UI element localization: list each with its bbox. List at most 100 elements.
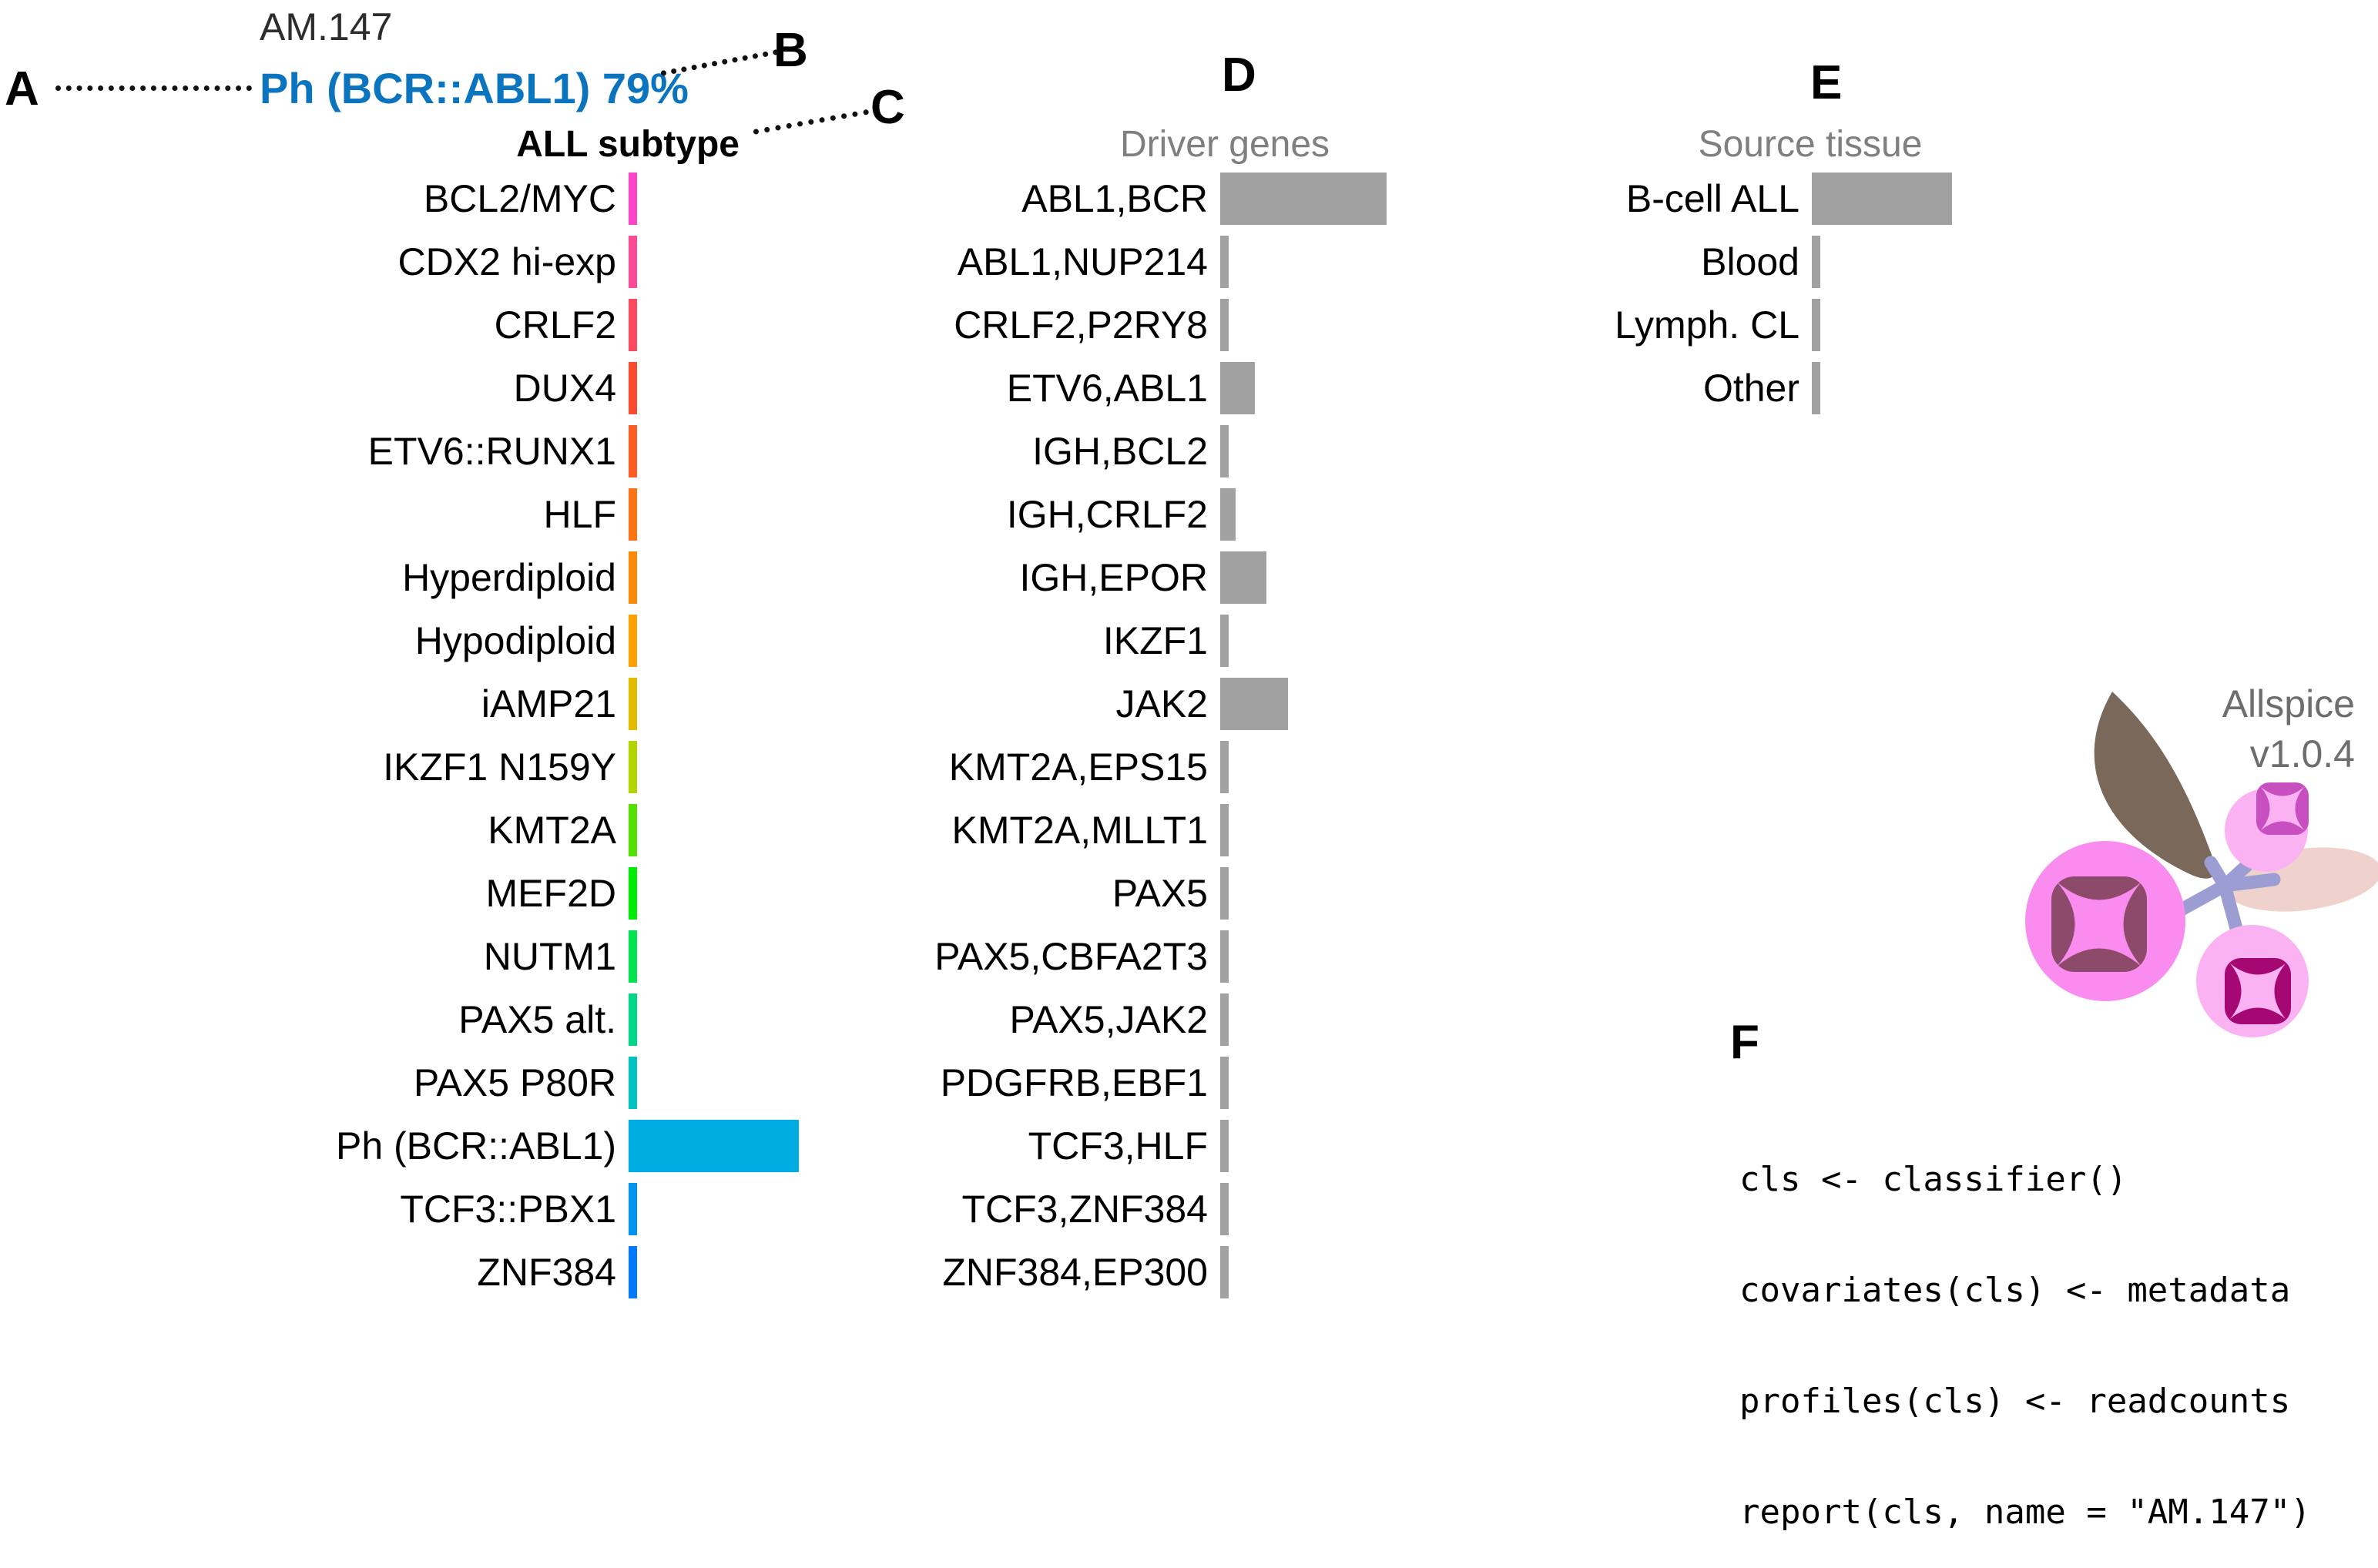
row-label: IGH,CRLF2	[1006, 493, 1208, 536]
row-label: BCL2/MYC	[423, 177, 616, 220]
row-label: PAX5	[1112, 872, 1208, 915]
driver_genes-row: CRLF2,P2RY8	[793, 293, 1387, 357]
driver_genes-row: PAX5,CBFA2T3	[793, 925, 1387, 988]
all_subtype-row: ZNF384	[0, 1241, 799, 1304]
zero-tick	[1220, 615, 1229, 667]
zero-tick	[1220, 1183, 1229, 1235]
row-label: ABL1,NUP214	[957, 240, 1208, 283]
driver_genes-row: IGH,CRLF2	[793, 483, 1387, 546]
callout-line-a	[55, 85, 252, 91]
berry-bottom-star	[2230, 963, 2286, 1019]
logo-version: v1.0.4	[2249, 732, 2355, 776]
all_subtype-row: HLF	[0, 483, 799, 546]
zero-tick	[629, 615, 637, 667]
row-label: KMT2A,EPS15	[948, 745, 1208, 789]
row-label: ZNF384,EP300	[942, 1251, 1208, 1294]
zero-tick	[629, 425, 637, 477]
all_subtype-row: CRLF2	[0, 293, 799, 357]
all_subtype-row: BCL2/MYC	[0, 167, 799, 230]
row-label: ABL1,BCR	[1021, 177, 1208, 220]
driver-column-title: Driver genes	[1119, 124, 1330, 165]
zero-tick	[1812, 299, 1820, 351]
row-label: TCF3::PBX1	[400, 1188, 616, 1231]
panel-label-f: F	[1730, 1016, 1759, 1069]
zero-tick	[1220, 236, 1229, 288]
source_tissue-row: Other	[1541, 357, 1952, 420]
zero-tick	[1812, 362, 1820, 414]
row-label: TCF3,ZNF384	[961, 1188, 1208, 1231]
row-label: IKZF1	[1102, 619, 1208, 662]
row-label: PAX5,JAK2	[1009, 998, 1208, 1041]
all_subtype-row: PAX5 alt.	[0, 988, 799, 1051]
zero-tick	[1220, 930, 1229, 983]
zero-tick	[629, 678, 637, 730]
driver_genes-row: PAX5,JAK2	[793, 988, 1387, 1051]
prediction-label: Ph (BCR::ABL1) 79%	[260, 64, 689, 112]
callout-line-c	[753, 109, 870, 135]
zero-tick	[629, 488, 637, 541]
berry-top-star	[2261, 787, 2304, 830]
zero-tick	[1220, 425, 1229, 477]
row-label: MEF2D	[485, 872, 616, 915]
zero-tick	[629, 1246, 637, 1298]
row-label: B-cell ALL	[1625, 177, 1799, 220]
value-bar	[1812, 173, 1952, 225]
zero-tick	[629, 1057, 637, 1109]
source_tissue-row: B-cell ALL	[1541, 167, 1952, 230]
panel-label-b: B	[773, 24, 808, 77]
panel-label-c: C	[870, 81, 905, 134]
value-bar	[1220, 173, 1387, 225]
row-label: PDGFRB,EBF1	[940, 1061, 1208, 1104]
zero-tick	[1812, 236, 1820, 288]
row-label: KMT2A,MLLT1	[951, 809, 1209, 852]
zero-tick	[629, 804, 637, 856]
zero-tick	[1220, 741, 1229, 793]
all_subtype-row: PAX5 P80R	[0, 1051, 799, 1114]
zero-tick	[629, 299, 637, 351]
row-label: Other	[1702, 367, 1799, 410]
all_subtype-row: DUX4	[0, 357, 799, 420]
zero-tick	[629, 867, 637, 920]
driver_genes-row: ZNF384,EP300	[793, 1241, 1387, 1304]
code-line: cls <- classifier()	[1739, 1160, 2128, 1199]
berry-large-star	[2057, 882, 2142, 967]
driver_genes-row: ABL1,BCR	[793, 167, 1387, 230]
zero-tick	[1220, 867, 1229, 920]
row-label: KMT2A	[488, 809, 616, 852]
all_subtype-row: ETV6::RUNX1	[0, 420, 799, 483]
driver_genes-row: ETV6,ABL1	[793, 357, 1387, 420]
zero-tick	[629, 236, 637, 288]
brown-leaf-shape	[2094, 692, 2216, 879]
value-bar	[1220, 362, 1255, 414]
driver_genes-row: TCF3,HLF	[793, 1114, 1387, 1178]
row-label: ETV6::RUNX1	[367, 430, 616, 473]
zero-tick	[629, 362, 637, 414]
all_subtype-row: IKZF1 N159Y	[0, 735, 799, 799]
row-label: CRLF2	[494, 303, 616, 347]
zero-tick	[1220, 299, 1229, 351]
zero-tick	[629, 741, 637, 793]
all_subtype-row: Ph (BCR::ABL1)	[0, 1114, 799, 1178]
row-label: CRLF2,P2RY8	[954, 303, 1208, 347]
allspice-logo	[2025, 692, 2378, 1037]
row-label: HLF	[543, 493, 616, 536]
row-label: TCF3,HLF	[1028, 1124, 1208, 1168]
row-label: ETV6,ABL1	[1006, 367, 1208, 410]
zero-tick	[629, 173, 637, 225]
row-label: PAX5 P80R	[413, 1061, 616, 1104]
code-line: profiles(cls) <- readcounts	[1739, 1382, 2291, 1421]
row-label: Blood	[1701, 240, 1799, 283]
zero-tick	[629, 993, 637, 1046]
row-label: ZNF384	[477, 1251, 616, 1294]
all_subtype-row: TCF3::PBX1	[0, 1178, 799, 1241]
driver_genes-row: PAX5	[793, 862, 1387, 925]
subtype-column-title: ALL subtype	[516, 124, 740, 165]
zero-tick	[629, 551, 637, 604]
all_subtype-row: CDX2 hi-exp	[0, 230, 799, 293]
row-label: Ph (BCR::ABL1)	[335, 1124, 616, 1168]
all_subtype-row: Hyperdiploid	[0, 546, 799, 609]
value-bar	[629, 1120, 799, 1172]
all_subtype-row: Hypodiploid	[0, 609, 799, 672]
